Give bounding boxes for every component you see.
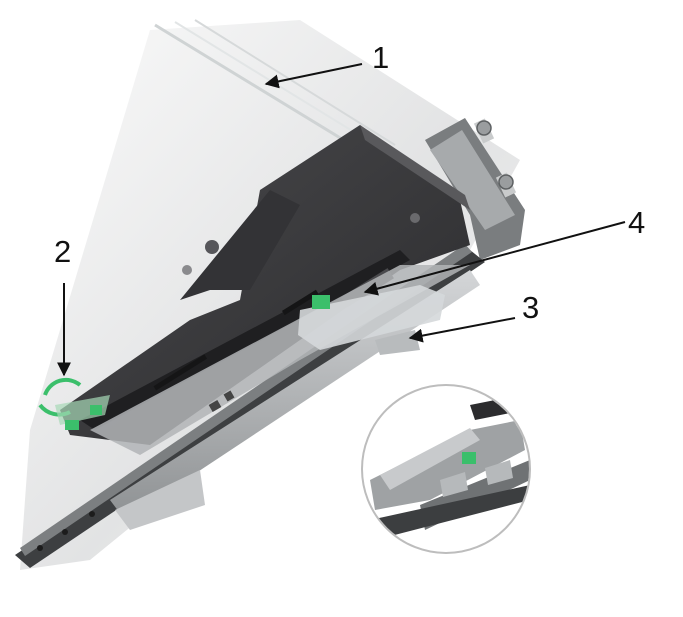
callout-label-1: 1 — [372, 40, 389, 75]
rear-bracket — [425, 118, 525, 260]
callout-labels: 1 2 3 4 — [54, 40, 645, 325]
callout-arrows — [57, 63, 626, 377]
green-release-lever — [38, 377, 110, 430]
callout-arrow-1 — [264, 63, 363, 89]
callout-label-4: 4 — [628, 205, 645, 240]
callout-arrow-4 — [363, 221, 626, 296]
callout-label-3: 3 — [522, 290, 539, 325]
callout-arrow-3 — [408, 317, 516, 343]
callout-label-2: 2 — [54, 234, 71, 269]
detail-inset — [361, 384, 531, 554]
green-catch — [312, 295, 330, 309]
